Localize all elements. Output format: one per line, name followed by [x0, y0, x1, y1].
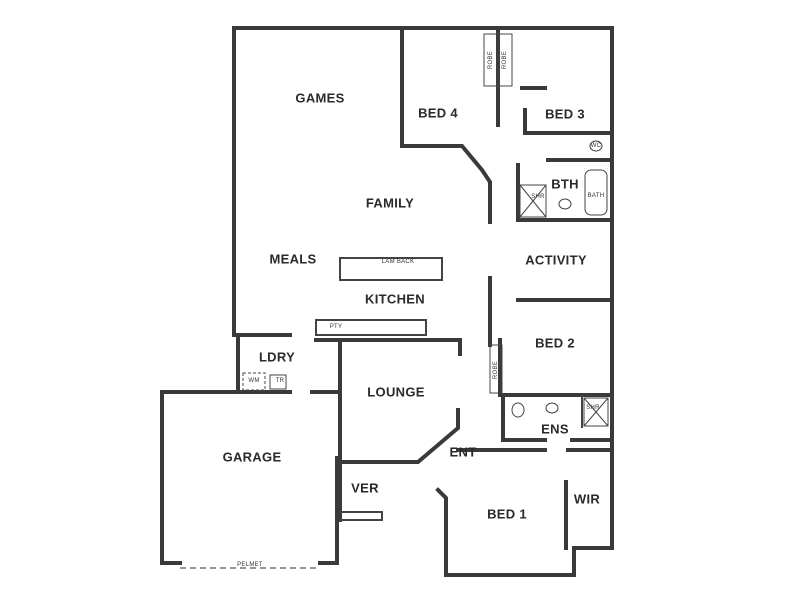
room-label-ens: ENS — [541, 421, 569, 437]
fixture-label-wm: WM — [248, 378, 260, 384]
room-label-bed1: BED 1 — [487, 506, 527, 522]
fixture-label-robe-bed3: ROBE — [502, 50, 508, 70]
room-label-garage: GARAGE — [222, 449, 282, 465]
fixture-label-shr-ens: SHR — [586, 405, 600, 411]
fixture-label-robe-bed4: ROBE — [488, 50, 494, 70]
wet-area-fixtures — [242, 140, 609, 427]
room-label-ver: VER — [351, 480, 379, 496]
room-label-bed3: BED 3 — [545, 106, 585, 122]
room-label-bed2: BED 2 — [535, 335, 575, 351]
room-label-wir: WIR — [573, 491, 601, 507]
fixture-label-pelmet: PELMET — [237, 562, 263, 568]
fixture-label-pty: PTY — [329, 324, 343, 330]
fixture-label-robe-bed2: ROBE — [493, 360, 499, 380]
exterior-walls — [160, 26, 614, 577]
fixture-label-bath: BATH — [587, 193, 605, 199]
room-label-bth: BTH — [551, 176, 579, 192]
room-label-ldry: LDRY — [258, 349, 296, 365]
room-label-games: GAMES — [295, 90, 345, 106]
room-label-activity: ACTIVITY — [525, 252, 587, 268]
fixture-label-lam-back: LAM BACK — [381, 259, 415, 265]
fixture-label-wc: WC — [590, 143, 602, 149]
robe-shelving — [483, 33, 513, 394]
room-label-bed4: BED 4 — [418, 105, 458, 121]
fixture-label-tr: TR — [275, 378, 285, 384]
room-label-meals: MEALS — [269, 251, 317, 267]
room-label-lounge: LOUNGE — [367, 384, 425, 400]
room-label-kitchen: KITCHEN — [365, 291, 425, 307]
room-label-family: FAMILY — [365, 195, 415, 211]
room-label-ent: ENT — [449, 444, 477, 460]
fixture-label-shr-bth: SHR — [531, 194, 545, 200]
